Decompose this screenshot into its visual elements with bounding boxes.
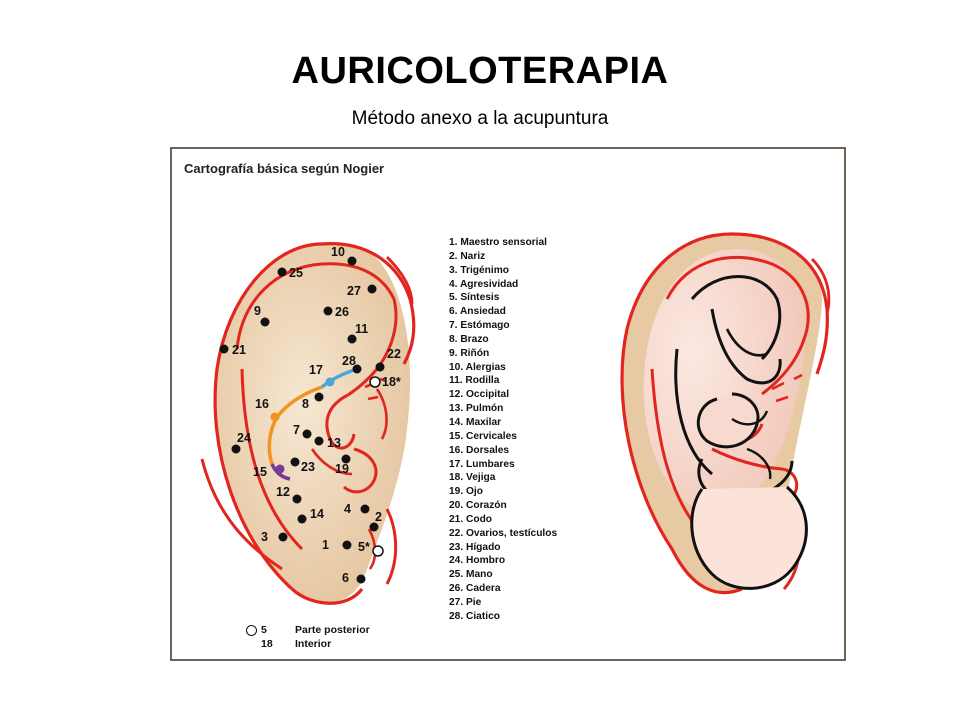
legend-item: 8. Brazo: [449, 333, 489, 345]
legend-item: 20. Corazón: [449, 500, 507, 512]
key-posterior-label: Parte posterior: [295, 624, 370, 636]
legend-item: 18. Vejiga: [449, 472, 496, 484]
point-label-12: 12: [276, 485, 290, 499]
point-label-14: 14: [310, 507, 324, 521]
point-label-19: 19: [335, 462, 349, 476]
key-posterior-number: 5: [261, 624, 267, 636]
legend-item: 13. Pulmón: [449, 403, 504, 415]
legend-item: 17. Lumbares: [449, 458, 515, 470]
legend-item: 22. Ovarios, testículos: [449, 527, 558, 539]
open-circle-icon: [246, 624, 257, 636]
point-label-1: 1: [322, 538, 329, 552]
point-label-16: 16: [255, 397, 269, 411]
point-label-17: 17: [309, 363, 323, 377]
point-label-13: 13: [327, 436, 341, 450]
legend-item: 4. Agresividad: [449, 278, 519, 290]
figure-title: Cartografía básica según Nogier: [184, 161, 385, 176]
legend-item: 2. Nariz: [449, 250, 486, 262]
point-label-3: 3: [261, 530, 268, 544]
ear-map-figure: Cartografía básica según Nogier: [170, 147, 846, 661]
ear-point-legend: 1. Maestro sensorial 2. Nariz 3. Trigéni…: [449, 236, 557, 624]
page-subtitle: Método anexo a la acupuntura: [351, 108, 609, 129]
point-label-4: 4: [344, 502, 351, 516]
legend-item: 12. Occipital: [449, 389, 510, 401]
legend-item: 25. Mano: [449, 569, 493, 581]
legend-item: 16. Dorsales: [449, 444, 510, 456]
point-label-21: 21: [232, 343, 246, 357]
key-row-posterior: 5 Parte posterior: [246, 623, 370, 637]
legend-item: 28. Ciatico: [449, 610, 500, 622]
key-interior-label: Interior: [295, 638, 332, 650]
point-label-10: 10: [331, 245, 345, 259]
point-label-18: 18*: [382, 375, 401, 389]
point-label-8: 8: [302, 397, 309, 411]
key-interior-number: 18: [261, 638, 273, 650]
legend-item: 10. Alergias: [449, 361, 506, 373]
left-ear: [200, 242, 416, 605]
right-ear-fetus: [620, 232, 831, 595]
legend-item: 11. Rodilla: [449, 375, 500, 387]
legend-item: 3. Trigénimo: [449, 264, 510, 276]
point-label-27: 27: [347, 284, 361, 298]
point-label-7: 7: [293, 423, 300, 437]
legend-item: 6. Ansiedad: [449, 306, 506, 318]
legend-item: 9. Riñón: [449, 347, 490, 359]
point-label-28: 28: [342, 354, 356, 368]
legend-item: 19. Ojo: [449, 486, 483, 498]
point-label-26: 26: [335, 305, 349, 319]
point-label-22: 22: [387, 347, 401, 361]
page-title: AURICOLOTERAPIA: [291, 50, 669, 92]
legend-item: 24. Hombro: [449, 555, 506, 567]
point-label-2: 2: [375, 510, 382, 524]
key-row-interior: 18 Interior: [246, 637, 370, 651]
symbol-key: 5 Parte posterior 18 Interior: [246, 623, 370, 651]
legend-item: 15. Cervicales: [449, 430, 517, 442]
ear-diagram: 10 25 27 9 26 11 21 17 28 22 18* 16 8 7 …: [200, 232, 831, 605]
point-label-6: 6: [342, 571, 349, 585]
point-label-9: 9: [254, 304, 261, 318]
point-label-24: 24: [237, 431, 251, 445]
legend-item: 21. Codo: [449, 513, 493, 525]
point-label-25: 25: [289, 266, 303, 280]
point-label-15: 15: [253, 465, 267, 479]
legend-item: 1. Maestro sensorial: [449, 237, 547, 248]
legend-item: 7. Estómago: [449, 320, 510, 332]
point-label-23: 23: [301, 460, 315, 474]
legend-item: 14. Maxilar: [449, 416, 502, 428]
point-label-11: 11: [355, 322, 368, 336]
legend-item: 5. Síntesis: [449, 292, 500, 304]
point-label-5: 5*: [358, 540, 370, 554]
legend-item: 27. Pie: [449, 596, 482, 608]
legend-item: 26. Cadera: [449, 583, 501, 595]
legend-item: 23. Hígado: [449, 541, 501, 553]
